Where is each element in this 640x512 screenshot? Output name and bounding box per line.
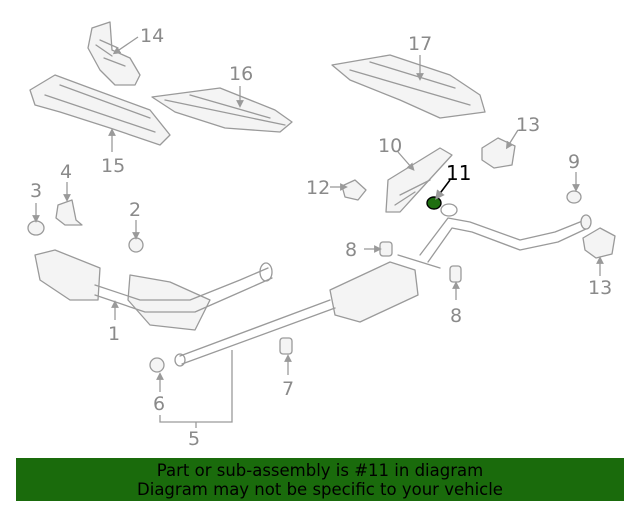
part-8-hanger-left	[379, 241, 393, 257]
callout-16[interactable]: 16	[229, 63, 253, 85]
callout-9[interactable]: 9	[568, 151, 580, 173]
callout-7[interactable]: 7	[282, 378, 294, 400]
banner-line-2: Diagram may not be specific to your vehi…	[137, 479, 503, 499]
part-2-gasket	[128, 237, 144, 253]
callout-5-bracket	[159, 350, 233, 423]
part-7-hanger	[279, 337, 293, 355]
part-9-insulator	[566, 190, 582, 204]
callout-10[interactable]: 10	[378, 135, 402, 157]
part-8-hanger-right	[449, 265, 462, 283]
callout-13-lower[interactable]: 13	[588, 277, 612, 299]
callout-17[interactable]: 17	[408, 33, 432, 55]
muffler-assembly	[174, 254, 441, 367]
info-banner: Part or sub-assembly is #11 in diagram D…	[16, 458, 624, 501]
banner-line-1: Part or sub-assembly is #11 in diagram	[156, 460, 484, 480]
part-3-gasket	[27, 220, 45, 236]
callout-8-right[interactable]: 8	[450, 305, 462, 327]
callout-3[interactable]: 3	[30, 180, 42, 202]
callout-4[interactable]: 4	[60, 161, 72, 183]
part-12-insulator	[341, 179, 367, 201]
callout-1[interactable]: 1	[108, 323, 120, 345]
callout-13-upper[interactable]: 13	[516, 114, 540, 136]
part-17-heat-shield	[331, 54, 486, 119]
part-10-heat-shield	[385, 147, 453, 213]
callout-8-left[interactable]: 8	[345, 239, 357, 261]
part-13-hanger-lower	[582, 227, 616, 259]
callout-12[interactable]: 12	[306, 177, 330, 199]
callout-6[interactable]: 6	[153, 393, 165, 415]
part-6-gasket	[149, 357, 165, 373]
part-4-bracket	[55, 199, 83, 226]
part-16-heat-shield	[151, 87, 293, 133]
callout-15[interactable]: 15	[101, 155, 125, 177]
callout-5[interactable]: 5	[188, 428, 200, 450]
part-15-heat-shield	[29, 74, 171, 146]
part-14-heat-shield	[87, 21, 141, 86]
part-1-catalytic-converter	[34, 249, 273, 331]
callout-11[interactable]: 11	[446, 161, 471, 185]
rear-exhaust-pipe	[419, 203, 592, 263]
callout-2[interactable]: 2	[129, 199, 141, 221]
part-11-insulator[interactable]	[426, 196, 442, 210]
callout-14[interactable]: 14	[140, 25, 164, 47]
